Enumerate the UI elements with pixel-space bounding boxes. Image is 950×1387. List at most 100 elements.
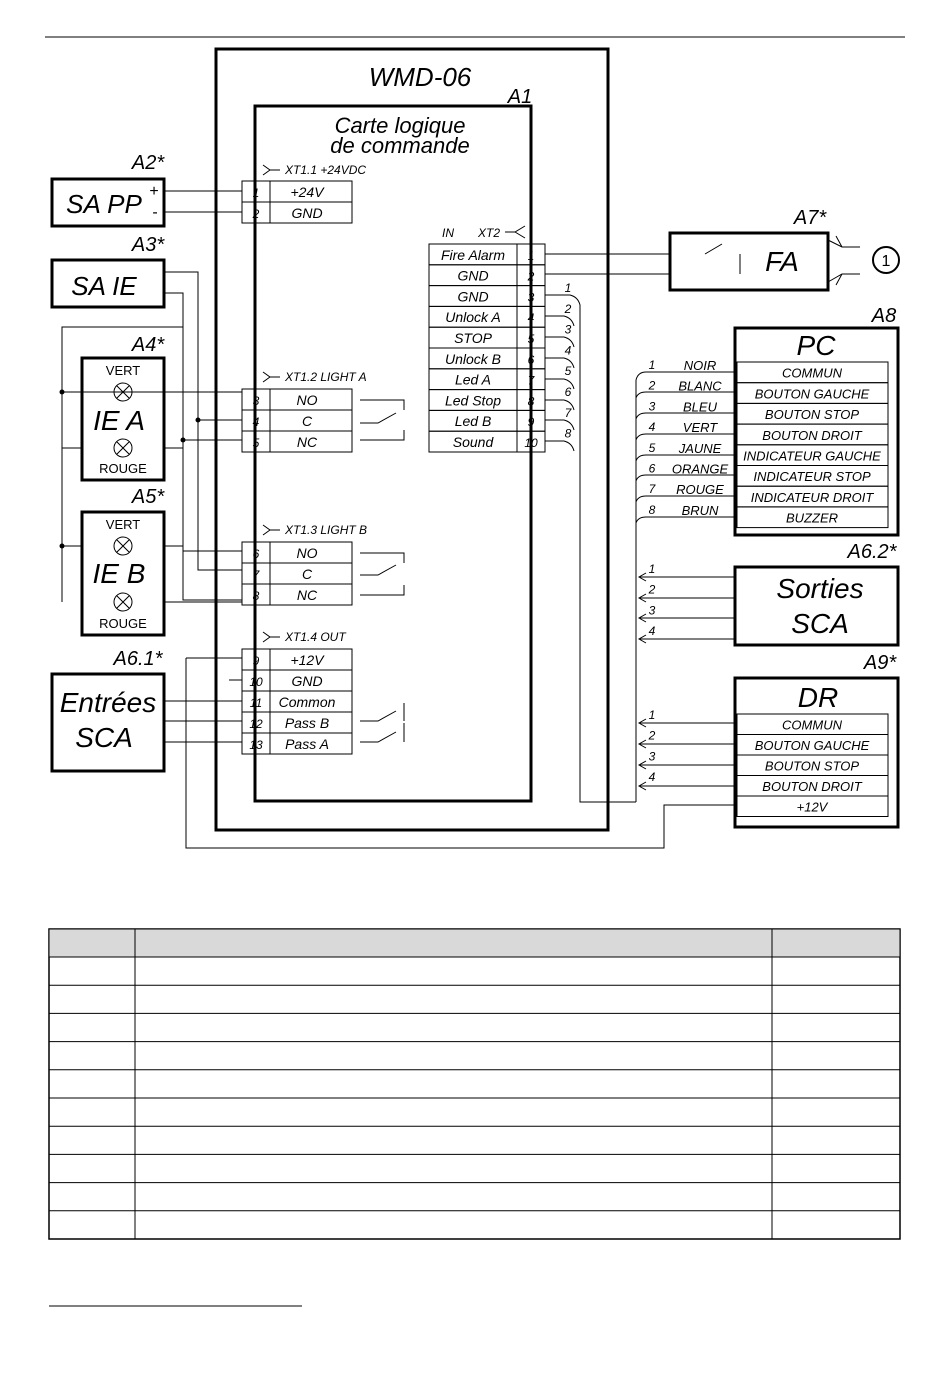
device-terminal-label: BOUTON GAUCHE: [755, 738, 870, 753]
a4-ref: A4*: [131, 334, 165, 356]
wires: [61, 190, 735, 849]
terminal-number: 11: [250, 696, 262, 710]
xt2-terminal-name: Unlock A: [445, 309, 501, 325]
pc-wire-number: 5: [649, 441, 656, 455]
terminal-number: 6: [253, 547, 260, 561]
arrowheads: [637, 235, 860, 791]
xt2-terminal-number: 10: [524, 436, 538, 450]
a62-ref: A6.2*: [847, 541, 898, 563]
wire-number: 3: [565, 323, 572, 337]
logic-board: [253, 104, 533, 803]
wire-number: 2: [564, 302, 572, 316]
xt2-terminal-name: Unlock B: [445, 351, 501, 367]
wire-number: 1: [649, 708, 656, 722]
lamp-icon: [113, 382, 133, 402]
terminal-number: 5: [253, 436, 260, 450]
xt2-label: XT2: [477, 226, 500, 240]
xt14-label: XT1.4 OUT: [284, 630, 347, 644]
pc-wire-color: JAUNE: [678, 441, 722, 456]
terminal-number: 3: [253, 394, 260, 408]
device-terminal-cell: [736, 795, 889, 817]
board-title-line1: Carte logique: [335, 113, 466, 138]
terminal-number: 10: [249, 675, 263, 689]
terminal-name: Common: [279, 694, 336, 710]
wire-number: 1: [565, 281, 572, 295]
sorties-sca-line2: SCA: [791, 608, 849, 639]
terminal-name: C: [302, 566, 313, 582]
terminal-name: +24V: [290, 184, 325, 200]
fa-box: [668, 231, 830, 292]
xt2-terminal-number: 6: [528, 353, 535, 367]
sa-pp-minus: -: [152, 204, 157, 221]
ie-a-bottom: ROUGE: [99, 461, 147, 476]
pc-wire-number: 6: [649, 462, 656, 476]
xt2-terminal-name: Led Stop: [445, 392, 501, 408]
terminal-name: NC: [297, 587, 318, 603]
lamp-icon: [113, 536, 133, 556]
wmd-06-enclosure: [214, 47, 610, 832]
entrees-sca-line1: Entrées: [60, 687, 157, 718]
device-terminal-label: INDICATEUR GAUCHE: [743, 449, 881, 464]
a61-ref: A6.1*: [113, 648, 164, 670]
terminal-cell: [269, 430, 353, 453]
terminal-number: 8: [253, 589, 260, 603]
ie-b-bottom: ROUGE: [99, 616, 147, 631]
device-terminal-label: COMMUN: [782, 718, 843, 733]
xt2-terminal-number: 3: [528, 290, 535, 304]
device-terminal-label: BOUTON GAUCHE: [755, 386, 870, 401]
xt2-terminal-number: 4: [528, 311, 535, 325]
pc-wire-color: ORANGE: [672, 462, 729, 477]
a2-ref: A2*: [131, 152, 165, 174]
pc-wire-number: 2: [648, 379, 656, 393]
ie-b-name: IE B: [93, 558, 146, 589]
pc-wire-number: 1: [649, 358, 656, 372]
pc-wire-color: VERT: [683, 420, 718, 435]
wire-number: 6: [565, 385, 572, 399]
device-terminal-label: COMMUN: [782, 366, 843, 381]
fa-name: FA: [765, 246, 799, 277]
device-terminal-label: BOUTON STOP: [765, 759, 859, 774]
ie-a-top: VERT: [106, 363, 140, 378]
fa-source-number: 1: [882, 253, 891, 270]
junction-dots: [59, 389, 201, 549]
device-terminal-label: INDICATEUR STOP: [753, 469, 871, 484]
lamp-icon: [113, 592, 133, 612]
terminal-number: 2: [252, 207, 260, 221]
terminal-name: GND: [291, 673, 322, 689]
wire-number: 1: [649, 562, 656, 576]
xt2-terminal-name: Led B: [455, 413, 492, 429]
terminal-cell: [269, 201, 353, 224]
ie-b-box: [80, 510, 166, 637]
xt2-in-label: IN: [442, 226, 454, 240]
empty-table: [48, 928, 901, 1240]
sorties-sca-line1: Sorties: [776, 573, 863, 604]
dr-name: DR: [798, 682, 838, 713]
wire-number: 2: [648, 583, 656, 597]
terminal-name: NC: [297, 434, 318, 450]
pc-wire-color: ROUGE: [676, 482, 724, 497]
pc-wire-number: 7: [649, 482, 657, 496]
device-terminal-label: +12V: [797, 800, 829, 815]
wire-number: 2: [648, 729, 656, 743]
device-terminal-label: BOUTON STOP: [765, 407, 859, 422]
ie-a-name: IE A: [93, 405, 145, 436]
xt2-terminal-number: 5: [528, 332, 535, 346]
device-title: WMD-06: [369, 62, 472, 92]
device-ref: A1: [507, 86, 532, 108]
pc-wire-color: BLEU: [683, 399, 718, 414]
wire-number: 8: [565, 427, 572, 441]
pc-wire-number: 8: [649, 503, 656, 517]
terminal-number: 13: [249, 738, 263, 752]
xt11-label: XT1.1 +24VDC: [284, 163, 366, 177]
device-terminal-label: INDICATEUR DROIT: [751, 490, 875, 505]
xt2-terminal-number: 8: [528, 394, 535, 408]
pc-wire-color: NOIR: [684, 358, 717, 373]
terminal-name: GND: [291, 205, 322, 221]
